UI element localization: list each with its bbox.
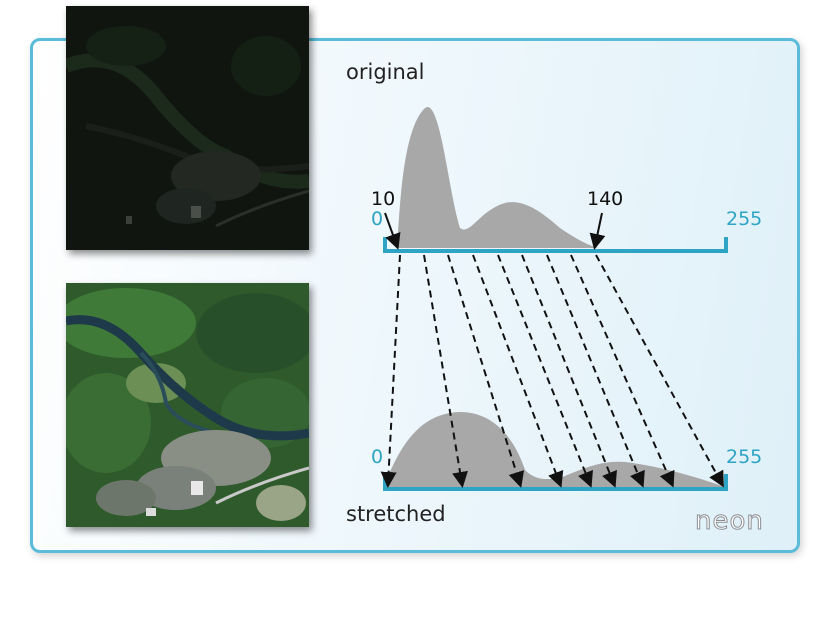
stretched-histogram [384,412,725,487]
original-satellite-image [66,6,309,250]
stretched-axis-min-label: 0 [371,446,384,468]
high-marker-label: 140 [587,188,624,210]
original-axis-min-label: 0 [371,208,384,230]
stretched-axis-max-label: 255 [726,446,763,468]
low-marker-arrow [384,212,401,250]
stretched-satellite-image [66,283,309,527]
stretched-label: stretched [346,502,446,526]
high-marker-arrow [589,212,606,250]
original-axis [383,237,728,253]
low-marker-label: 10 [371,188,396,210]
mapping-line [570,254,675,488]
mapping-line [423,254,468,488]
mapping-line [472,254,564,488]
mapping-line [595,254,724,488]
neon-logo: neon [695,506,764,537]
mapping-line [546,254,645,488]
mapping-line [497,254,593,488]
mapping-line [380,254,401,488]
original-axis-max-label: 255 [726,208,763,230]
original-label: original [346,60,425,84]
mapping-line [447,254,525,488]
original-histogram [397,106,598,248]
mapping-line [521,254,617,488]
